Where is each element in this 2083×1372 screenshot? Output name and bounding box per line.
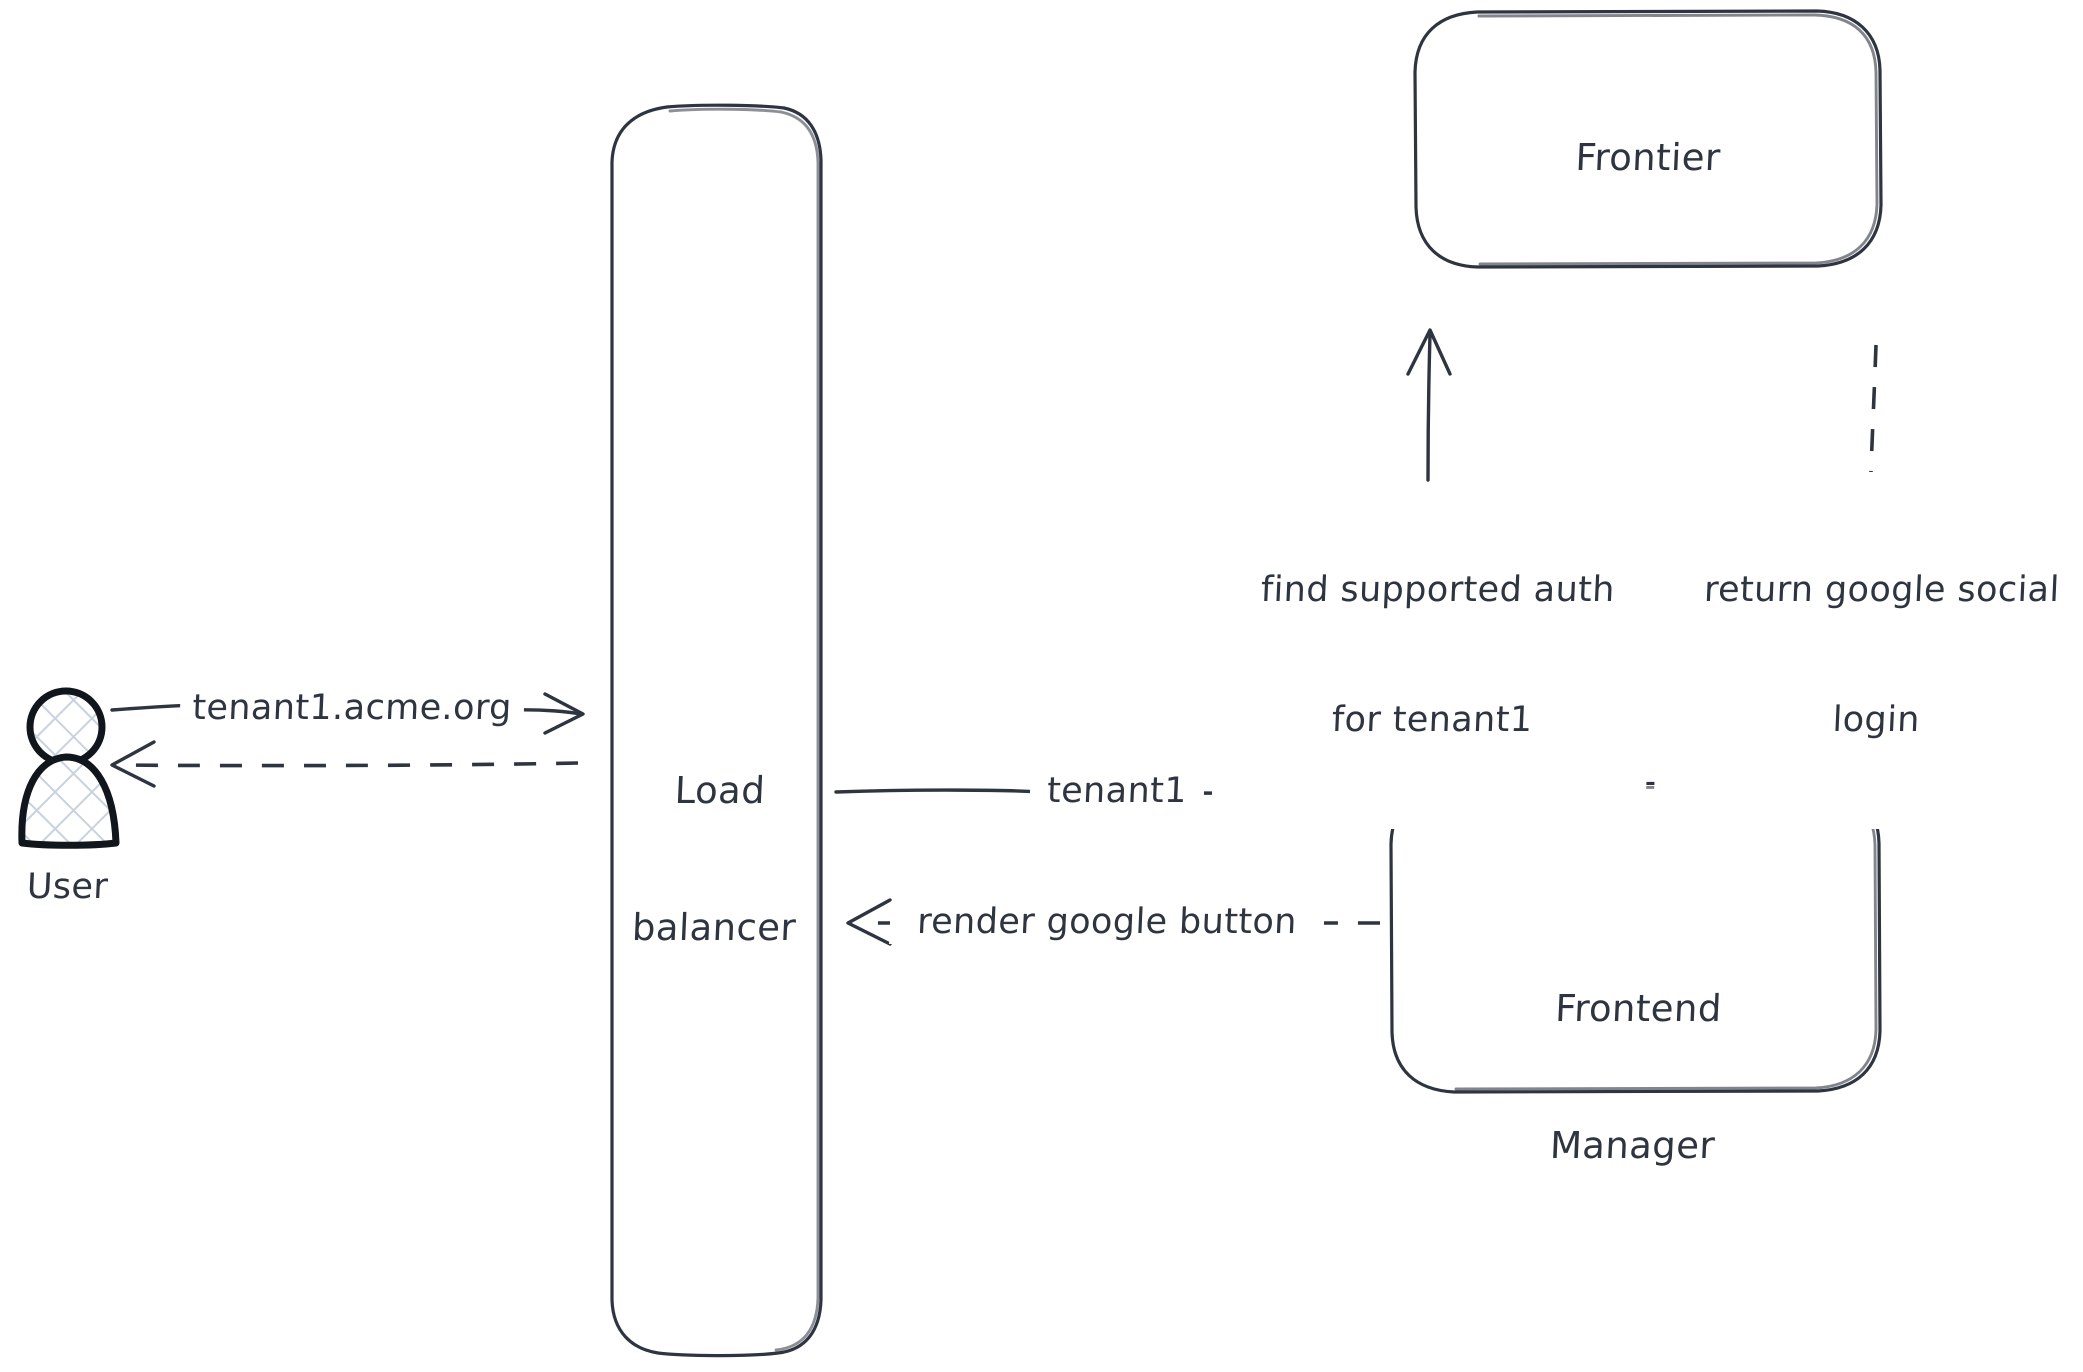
node-load-balancer-label: Load balancer <box>604 676 830 1043</box>
node-frontier[interactable] <box>1413 9 1883 269</box>
edge-label-return-google-social-login: return google social login <box>1652 482 2083 830</box>
edge-label-find-supported-auth: find supported auth for tenant1 <box>1210 482 1660 830</box>
frontend-manager-label-line2: Manager <box>1549 1124 1716 1168</box>
edge-label-tenant1: tenant1 <box>1029 770 1205 814</box>
actor-user[interactable] <box>18 687 120 849</box>
find-supported-auth-line2: for tenant1 <box>1330 699 1534 740</box>
find-supported-auth-line1: find supported auth <box>1260 569 1616 610</box>
actor-user-label: User <box>25 867 110 907</box>
edge-label-tenant1-acme-org: tenant1.acme.org <box>179 687 525 731</box>
return-google-social-line2: login <box>1831 699 1921 740</box>
load-balancer-label-line2: balancer <box>631 906 798 950</box>
node-frontend-manager-label: Frontend Manager <box>1383 894 1888 1261</box>
frontend-manager-label-line1: Frontend <box>1554 986 1723 1030</box>
node-frontier-label: Frontier <box>1574 136 1722 179</box>
node-load-balancer[interactable] <box>610 103 823 1358</box>
edge-label-render-google-button: render google button <box>889 901 1325 945</box>
load-balancer-label-line1: Load <box>673 768 767 812</box>
edge-lb-to-user-arrow <box>110 740 579 788</box>
return-google-social-line1: return google social <box>1703 569 2061 610</box>
